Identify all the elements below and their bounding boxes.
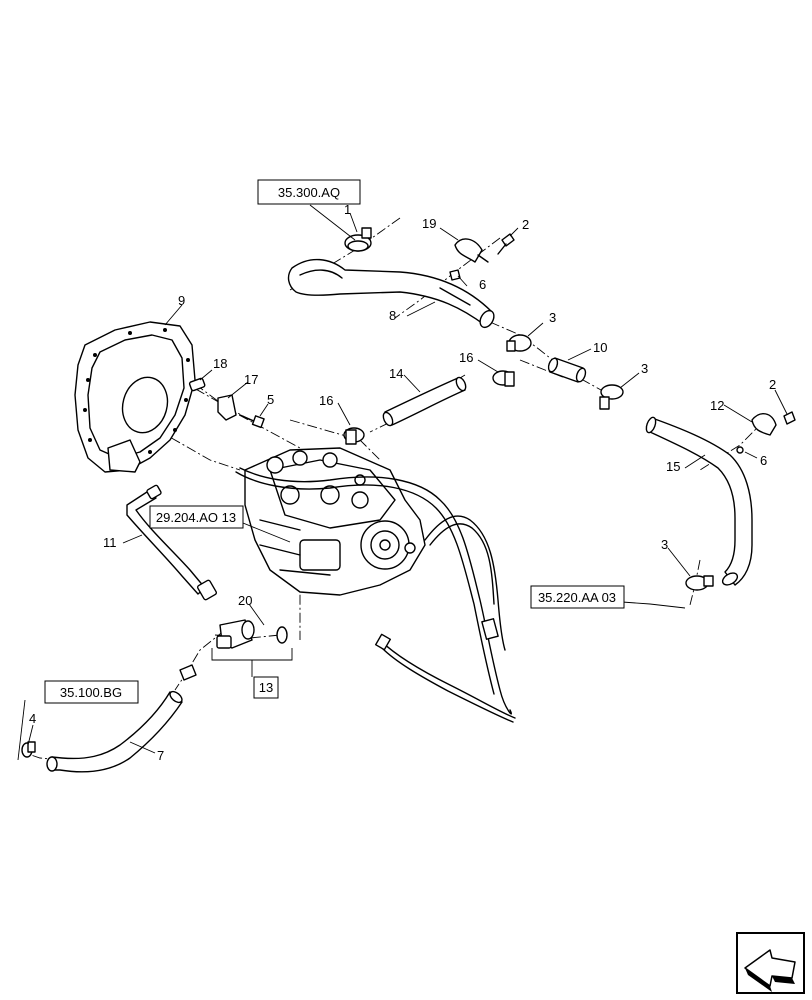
ref-35100-label: 35.100.BG bbox=[60, 685, 122, 700]
callout-1: 1 bbox=[344, 202, 351, 217]
navigation-arrow-icon[interactable] bbox=[736, 932, 805, 994]
ref-box-35100: 35.100.BG bbox=[44, 680, 139, 704]
callout-3-mid: 3 bbox=[641, 361, 648, 376]
group-bracket-13 bbox=[211, 648, 293, 661]
callout-18: 18 bbox=[213, 356, 227, 371]
leader-lines bbox=[17, 204, 788, 761]
callout-11: 11 bbox=[103, 535, 117, 550]
bolt-5 bbox=[239, 414, 265, 429]
pump-assembly bbox=[244, 447, 426, 596]
callout-6-upper: 6 bbox=[479, 277, 486, 292]
coolant-hose-15 bbox=[645, 416, 753, 586]
callout-14: 14 bbox=[389, 366, 403, 381]
coolant-hose-8 bbox=[287, 258, 495, 329]
pump-lines bbox=[235, 467, 516, 723]
clamp-12 bbox=[751, 413, 777, 436]
fitting-small-7 bbox=[179, 664, 197, 681]
callout-16-right: 16 bbox=[459, 350, 473, 365]
callout-2-right: 2 bbox=[769, 377, 776, 392]
callout-15: 15 bbox=[666, 459, 680, 474]
callout-9: 9 bbox=[178, 293, 185, 308]
ref-box-35220: 35.220.AA 03 bbox=[530, 585, 625, 609]
nut-6-upper bbox=[449, 269, 461, 281]
clamp-4 bbox=[21, 741, 36, 758]
bolt-2-right bbox=[783, 411, 796, 425]
dowel-18 bbox=[188, 377, 206, 392]
metal-tube-11 bbox=[126, 484, 218, 601]
callout-3-upper: 3 bbox=[549, 310, 556, 325]
clamp-1 bbox=[344, 227, 372, 252]
clamp-16-left bbox=[343, 427, 365, 445]
ref-13-label: 13 bbox=[259, 680, 273, 695]
callout-4: 4 bbox=[29, 711, 36, 726]
clamp-19 bbox=[454, 238, 489, 263]
ref-box-29204: 29.204.AO 13 bbox=[149, 505, 244, 529]
callout-6-right: 6 bbox=[760, 453, 767, 468]
callout-2-upper: 2 bbox=[522, 217, 529, 232]
nut-6-right bbox=[736, 446, 744, 454]
ref-box-35300: 35.300.AQ bbox=[257, 179, 361, 205]
connector-tube-10 bbox=[547, 357, 587, 383]
housing-plate-9 bbox=[74, 321, 196, 473]
callout-5: 5 bbox=[267, 392, 274, 407]
clamp-3-upper bbox=[506, 334, 532, 352]
coolant-hose-14 bbox=[382, 376, 467, 427]
coolant-hose-7 bbox=[46, 690, 183, 773]
callout-3-lower: 3 bbox=[661, 537, 668, 552]
ref-35300-label: 35.300.AQ bbox=[278, 185, 340, 200]
oring-20 bbox=[276, 626, 288, 644]
clamp-3-lower bbox=[685, 575, 714, 591]
callout-19: 19 bbox=[422, 216, 436, 231]
callout-17: 17 bbox=[244, 372, 258, 387]
callout-12: 12 bbox=[710, 398, 724, 413]
callout-7: 7 bbox=[157, 748, 164, 763]
clamp-16-right bbox=[492, 370, 515, 387]
ref-29204-label: 29.204.AO 13 bbox=[156, 510, 236, 525]
callout-numbers: 1 2 2 3 3 3 4 5 6 6 7 8 9 10 11 12 14 15… bbox=[29, 202, 776, 763]
callout-20: 20 bbox=[238, 593, 252, 608]
elbow-fitting bbox=[216, 619, 255, 649]
clamp-3-mid bbox=[599, 384, 624, 410]
callout-16-left: 16 bbox=[319, 393, 333, 408]
callout-10: 10 bbox=[593, 340, 607, 355]
ref-35220-label: 35.220.AA 03 bbox=[538, 590, 616, 605]
ref-box-13: 13 bbox=[253, 676, 279, 699]
bolt-2-upper bbox=[497, 233, 515, 255]
callout-8: 8 bbox=[389, 308, 396, 323]
bracket-17 bbox=[217, 394, 237, 421]
